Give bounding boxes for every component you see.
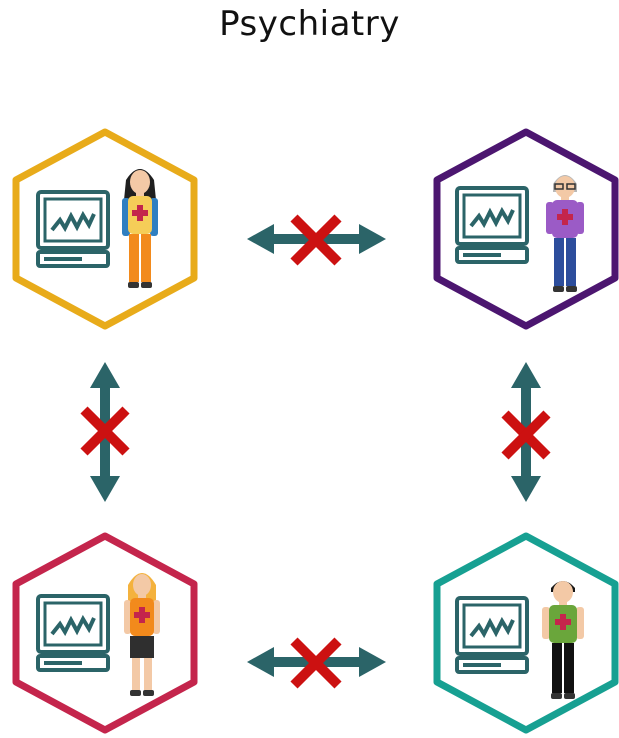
- doctor-grey-hair-glasses-icon: [546, 175, 584, 292]
- hexagon-frame: [12, 128, 198, 330]
- link-bottom-left-to-bottom-right: [247, 637, 386, 689]
- doctor-blonde-hair-icon: [124, 573, 160, 696]
- blocked-cross-icon: [290, 214, 342, 266]
- hexagon-frame: [12, 532, 198, 734]
- blocked-cross-icon: [290, 637, 342, 689]
- doctor-black-hair-icon: [542, 581, 584, 699]
- doctor-dark-hair-icon: [122, 169, 158, 288]
- node-bottom-left: [12, 532, 198, 734]
- page-title: Psychiatry: [219, 4, 400, 44]
- link-top-left-to-bottom-left: [80, 362, 130, 502]
- node-top-right: [433, 128, 619, 330]
- blocked-cross-icon: [80, 406, 130, 456]
- blocked-cross-icon: [501, 410, 551, 460]
- node-bottom-right: [433, 532, 619, 734]
- link-top-left-to-top-right: [247, 214, 386, 266]
- node-top-left: [12, 128, 198, 330]
- link-top-right-to-bottom-right: [501, 362, 551, 502]
